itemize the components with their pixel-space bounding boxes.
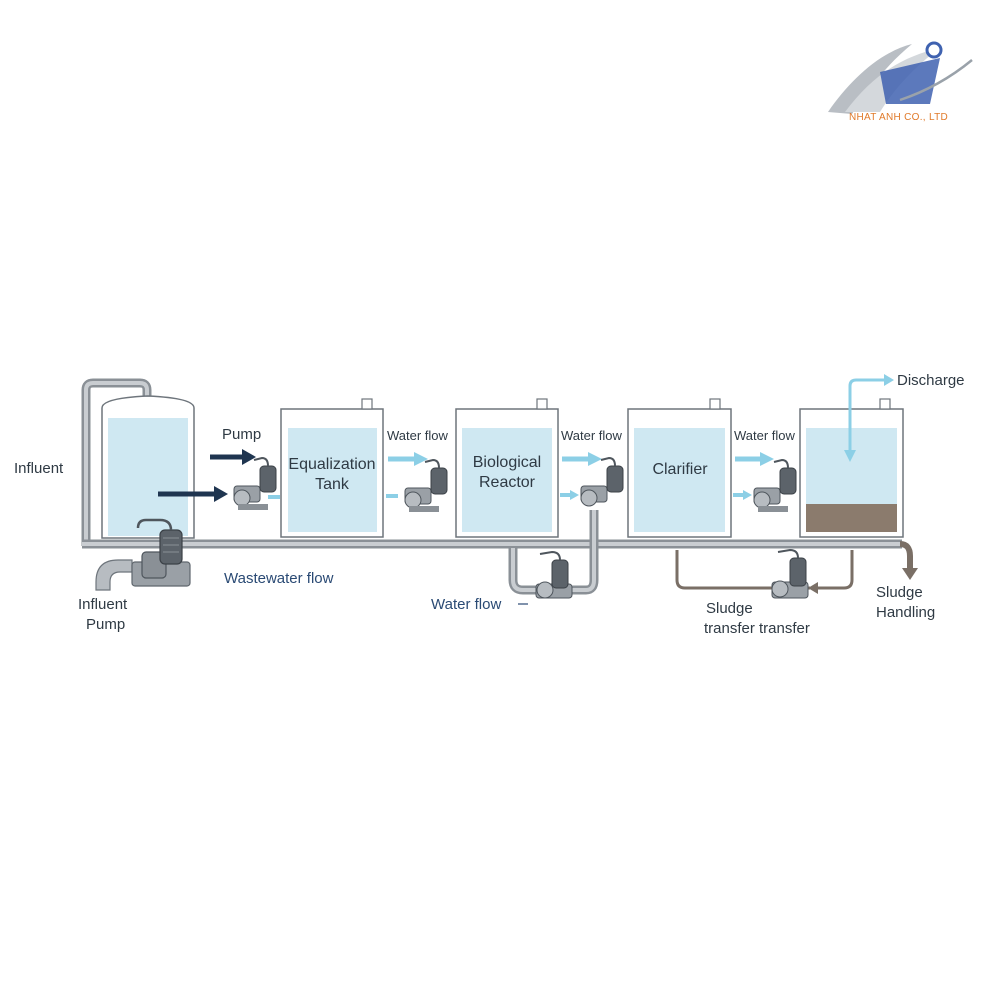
influent-pipe-inner (84, 381, 149, 546)
flow-arrow-3b-head (743, 490, 752, 500)
biological-reactor: Biological Reactor (455, 398, 559, 538)
sludge-transfer-label-line2: transfer transfer (704, 620, 810, 637)
logo-arc-icon (899, 59, 973, 102)
transfer-pump-3-icon (580, 456, 624, 507)
pump-cable (600, 456, 616, 467)
sludge-handling-label-line1: Sludge (876, 584, 923, 601)
influent-tank (101, 395, 195, 539)
pump-volute (753, 491, 771, 509)
influent-label: Influent (14, 460, 64, 477)
pump-volute (580, 489, 598, 507)
water-flow-arrows (268, 452, 774, 500)
sludge-return-pipe-right (818, 550, 854, 590)
pump-motor (259, 465, 277, 493)
influent-pump-label-line1: Influent (78, 596, 128, 613)
biological-reactor-vent (536, 398, 548, 410)
pump-foot (409, 506, 439, 512)
equalization-tank-label-line1: Equalization (288, 456, 375, 473)
pump-cable (777, 548, 799, 559)
transfer-pump-1-icon (233, 456, 277, 510)
sludge-return-pipe (675, 550, 810, 590)
flow-arrow-2b-head (570, 490, 579, 500)
biological-reactor-label-line1: Biological (473, 454, 541, 471)
flow-arrow-2a-head (588, 452, 602, 466)
clarifier-tank-label: Clarifier (652, 461, 708, 478)
recirculation-pump-icon (535, 550, 573, 599)
pump-motor (430, 467, 448, 495)
influent-pump-label-line2: Pump (86, 616, 125, 633)
water-flow-label-3: Water flow (734, 428, 796, 443)
pump-arrow-lower-head (214, 486, 228, 502)
company-logo: NHAT ANH CO., LTD (828, 41, 973, 123)
logo-text: NHAT ANH CO., LTD (849, 112, 948, 123)
discharge-label: Discharge (897, 372, 965, 389)
discharge-arrowhead (884, 374, 894, 386)
clarifier-tank-vent (709, 398, 721, 410)
pump-volute (404, 491, 422, 509)
pump-motor (551, 559, 569, 589)
equalization-tank: Equalization Tank (280, 398, 384, 538)
pump-volute (233, 489, 251, 507)
sludge-handling-arrowhead (902, 568, 918, 580)
discharge-arrow (848, 378, 884, 458)
pump-motor (779, 467, 797, 495)
wastewater-flow-label: Wastewater flow (224, 570, 334, 587)
flow-arrow-3a-head (760, 452, 774, 466)
sludge-handling-label-line2: Handling (876, 604, 935, 621)
water-flow-bottom-label: Water flow (431, 596, 501, 613)
influent-pump-motor (159, 529, 183, 565)
final-tank-sludge (806, 504, 897, 532)
pump-motor (789, 557, 807, 587)
water-flow-label-2: Water flow (561, 428, 623, 443)
flow-arrow-1a-head (414, 452, 428, 466)
pump-cable (539, 550, 561, 561)
pump-foot (758, 506, 788, 512)
sludge-transfer-label-line1: Sludge (706, 600, 753, 617)
logo-swoosh-icon (828, 44, 912, 114)
transfer-pump-2-icon (404, 458, 448, 512)
influent-pump-cable (136, 518, 173, 531)
sludge-return-loop (675, 550, 854, 594)
biological-reactor-water (462, 428, 552, 532)
influent-pump-icon (95, 518, 191, 591)
pump-volute (536, 581, 554, 599)
influent-pump-inlet-elbow (95, 559, 133, 591)
main-pipes (81, 378, 918, 580)
pump-label: Pump (222, 426, 261, 443)
pump-volute (771, 580, 789, 598)
logo-dot-icon (925, 41, 943, 59)
equalization-tank-label-line2: Tank (315, 476, 350, 493)
pump-foot (238, 504, 268, 510)
influent-tank-water (108, 418, 188, 536)
biological-reactor-label-line2: Reactor (479, 474, 536, 491)
equalization-tank-water (288, 428, 377, 532)
water-flow-label-1: Water flow (387, 428, 449, 443)
clarifier-tank-water (634, 428, 725, 532)
discharge-down-arrowhead (844, 450, 856, 462)
pump-cable (253, 456, 269, 467)
pump-arrows (158, 449, 256, 502)
sludge-handling-pipe (899, 541, 913, 572)
equalization-tank-vent (361, 398, 373, 410)
pump-cable (773, 458, 789, 469)
logo-triangle-icon (880, 58, 940, 104)
clarifier-tank: Clarifier (627, 398, 732, 538)
transfer-pump-4-icon (753, 458, 797, 512)
sludge-pump-icon (771, 548, 809, 599)
discharge-flow: Discharge (844, 372, 965, 462)
sludge-return-arrowhead (808, 582, 818, 594)
final-tank-vent (879, 398, 891, 410)
pump-arrow-upper-head (242, 449, 256, 465)
pump-cable (424, 458, 440, 469)
pump-motor (606, 465, 624, 493)
